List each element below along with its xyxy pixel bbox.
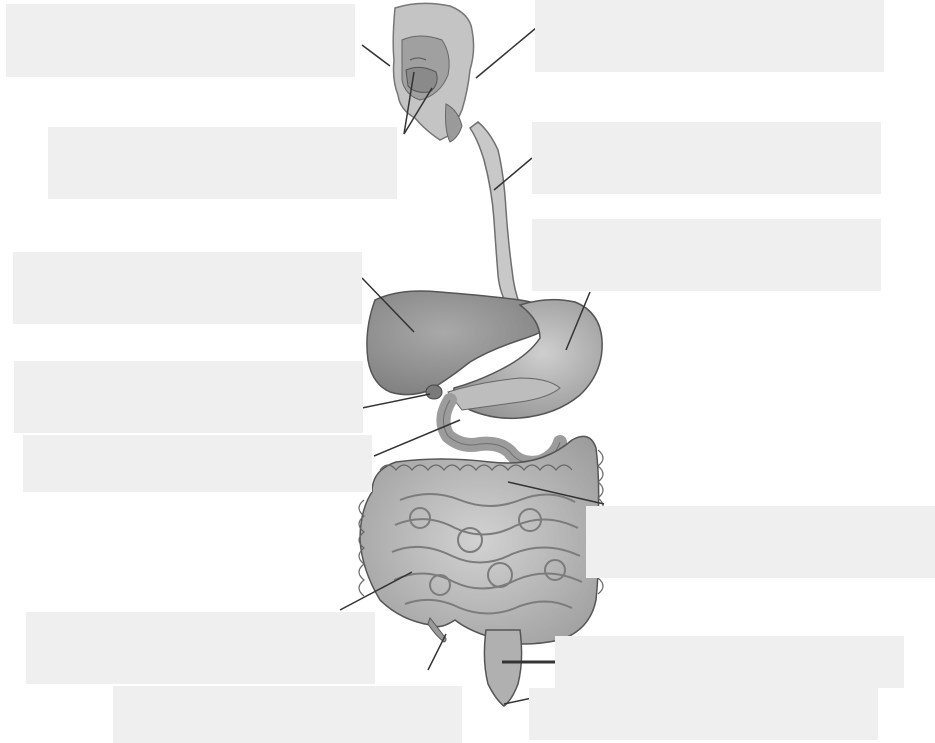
label-box-rectum[interactable]	[555, 636, 904, 688]
label-text	[14, 361, 363, 377]
label-box-esophagus[interactable]	[532, 122, 881, 194]
label-text	[535, 0, 884, 16]
label-box-pharynx[interactable]	[535, 0, 884, 72]
label-text	[13, 252, 362, 268]
esophagus	[470, 122, 520, 305]
label-text	[529, 688, 878, 704]
label-text	[532, 122, 881, 138]
label-box-anus[interactable]	[529, 688, 878, 740]
label-box-liver[interactable]	[13, 252, 362, 324]
rectum	[484, 630, 521, 706]
gallbladder	[426, 385, 442, 399]
label-box-top-left[interactable]	[6, 4, 355, 77]
head-cross-section	[393, 3, 473, 142]
label-box-gallbladder[interactable]	[14, 361, 363, 433]
label-text	[26, 612, 375, 628]
label-box-teeth-tongue[interactable]	[48, 127, 397, 199]
label-text	[586, 506, 935, 522]
label-text	[555, 636, 904, 652]
label-text	[532, 219, 881, 235]
label-box-duodenum[interactable]	[23, 435, 372, 492]
label-text	[48, 127, 397, 143]
label-box-stomach[interactable]	[532, 219, 881, 291]
label-text	[113, 686, 462, 702]
label-box-small-intestine[interactable]	[26, 612, 375, 684]
label-text	[23, 435, 372, 451]
label-box-large-intestine[interactable]	[586, 506, 935, 578]
label-box-appendix[interactable]	[113, 686, 462, 743]
label-text	[6, 4, 355, 20]
